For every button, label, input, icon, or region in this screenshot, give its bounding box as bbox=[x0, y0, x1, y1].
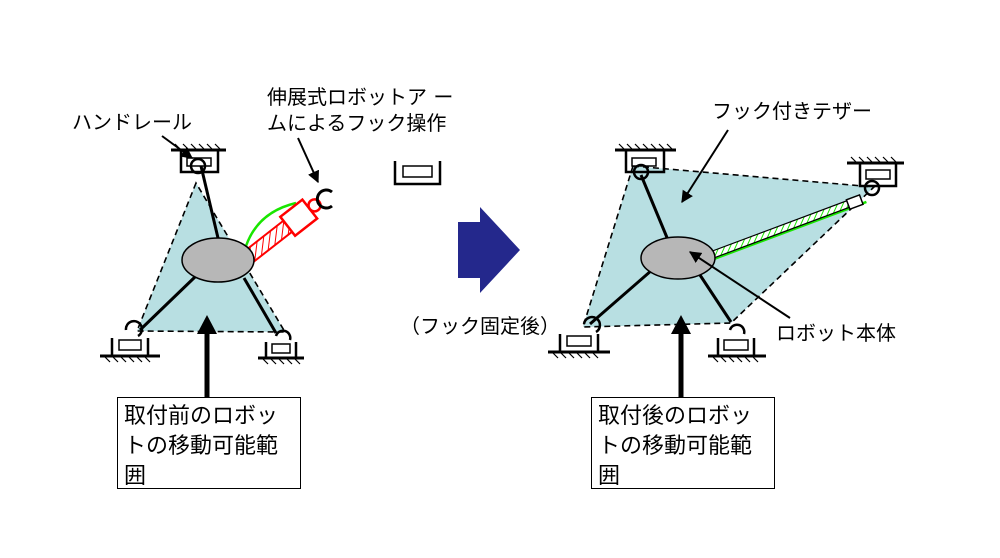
right-tether-top bbox=[639, 174, 670, 241]
right-panel: フック付きテザー ロボット本体 bbox=[548, 99, 904, 398]
right-handrail-top-icon bbox=[615, 143, 676, 181]
right-robot-body bbox=[640, 236, 716, 280]
right-label-tether: フック付きテザー bbox=[712, 99, 872, 123]
left-label-arm-line2: ムによるフック操作 bbox=[267, 111, 446, 135]
right-tether-pointer bbox=[681, 129, 729, 204]
left-caption-text: 取付前のロボットの移動可能範囲 bbox=[124, 404, 279, 489]
right-robot-body-pointer bbox=[688, 251, 791, 319]
right-hook-tether bbox=[705, 193, 867, 262]
left-arm-hook-icon bbox=[315, 188, 333, 210]
left-tether-br bbox=[242, 277, 278, 334]
left-arm-green-cable bbox=[244, 201, 297, 247]
right-label-robot-body: ロボット本体 bbox=[776, 321, 896, 345]
left-caption-arrowhead bbox=[197, 315, 217, 334]
right-tether-br bbox=[696, 271, 733, 323]
transition-arrow-icon bbox=[458, 207, 520, 293]
left-handrail-br-icon bbox=[258, 329, 304, 365]
right-handrail-tr-icon bbox=[847, 156, 904, 197]
middle-handrail-icon bbox=[393, 161, 442, 186]
left-label-handrail: ハンドレール bbox=[72, 110, 192, 134]
left-label-arm-line1: 伸展式ロボットア ー bbox=[267, 85, 453, 109]
left-handrail-bl-icon bbox=[100, 319, 160, 363]
right-caption-box: 取付後のロボットの移動可能範囲 bbox=[591, 397, 775, 489]
left-tether-top bbox=[199, 165, 220, 239]
left-handrail-pointer bbox=[161, 135, 193, 159]
right-handrail-bl-icon bbox=[548, 315, 610, 359]
right-handrail-br-icon bbox=[708, 323, 766, 363]
right-caption-arrowhead bbox=[671, 315, 691, 334]
left-panel: ハンドレール 伸展式ロボットア ー ムによるフック操作 bbox=[72, 85, 453, 398]
right-caption-text: 取付後のロボットの移動可能範囲 bbox=[598, 404, 753, 489]
label-after-fix: （フック固定後） bbox=[400, 314, 560, 338]
right-tether-bl bbox=[589, 268, 653, 326]
left-tether-bl bbox=[138, 274, 198, 332]
left-arm-pointer bbox=[297, 137, 319, 184]
left-robot-body bbox=[181, 237, 255, 283]
left-caption-box: 取付前のロボットの移動可能範囲 bbox=[117, 397, 301, 489]
